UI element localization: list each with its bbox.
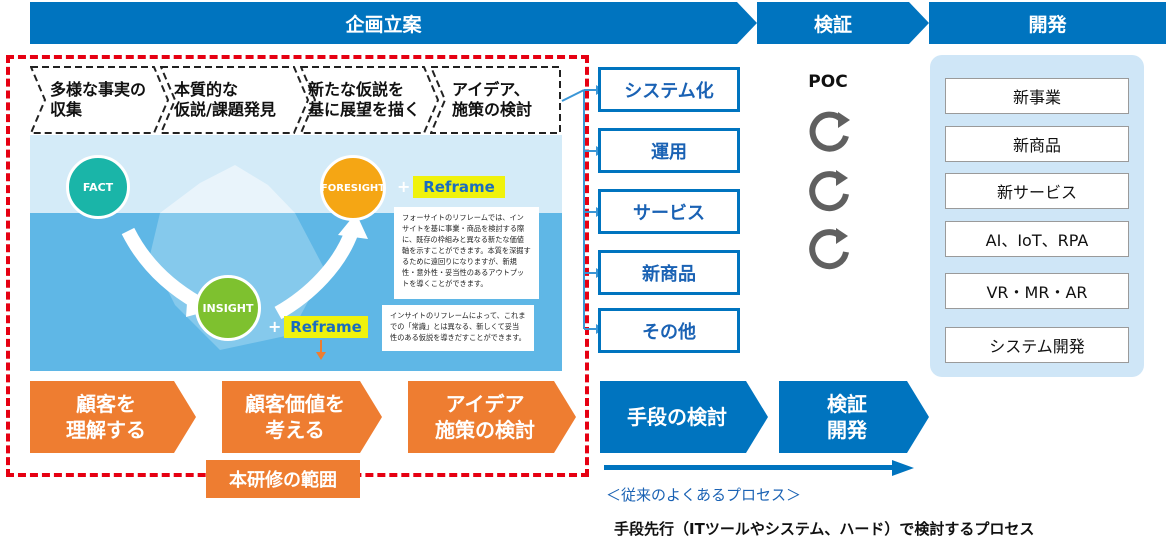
foresight-circle: FORESIGHT bbox=[320, 155, 386, 221]
blue-step-label: 検証 開発 bbox=[827, 392, 867, 442]
mid-item-systemization: システム化 bbox=[598, 67, 740, 112]
conventional-desc: 手段先行（ITツールやシステム、ハード）で検討するプロセス bbox=[614, 520, 1035, 538]
step-find-hypothesis: 本質的な 仮説/課題発見 bbox=[160, 66, 310, 134]
dev-item-new-product: 新商品 bbox=[945, 126, 1129, 162]
orange-step-customer-value: 顧客価値を 考える bbox=[222, 381, 382, 453]
blue-step-label: 手段の検討 bbox=[627, 405, 727, 429]
process-flow-arrow bbox=[604, 460, 914, 476]
orange-step-label: 顧客価値を 考える bbox=[245, 392, 345, 442]
insight-reframe: Reframe bbox=[284, 316, 368, 338]
orange-step-idea-review: アイデア 施策の検討 bbox=[408, 381, 576, 453]
phase-planning: 企画立案 bbox=[345, 13, 422, 36]
orange-step-label: アイデア 施策の検討 bbox=[435, 392, 535, 442]
dev-item-new-business: 新事業 bbox=[945, 78, 1129, 114]
dev-item-system-dev: システム開発 bbox=[945, 327, 1129, 363]
plus-icon: + bbox=[268, 317, 282, 336]
step-label: アイデア、 施策の検討 bbox=[452, 80, 533, 119]
mid-item-operation: 運用 bbox=[598, 128, 740, 173]
dev-item-ai-iot-rpa: AI、IoT、RPA bbox=[945, 221, 1129, 257]
dev-item-vr-mr-ar: VR・MR・AR bbox=[945, 273, 1129, 309]
blue-step-means-review: 手段の検討 bbox=[600, 381, 768, 453]
foresight-note: フォーサイトのリフレームでは、インサイトを基に事業・商品を検討する際に、既存の枠… bbox=[394, 207, 539, 299]
dev-item-new-service: 新サービス bbox=[945, 173, 1129, 209]
mid-item-other: その他 bbox=[598, 308, 740, 353]
poc-label: POC bbox=[808, 72, 848, 92]
mid-item-new-product: 新商品 bbox=[598, 250, 740, 295]
iceberg-diagram: FACT INSIGHT FORESIGHT + Reframe + Refra… bbox=[30, 135, 562, 371]
plus-icon: + bbox=[397, 177, 411, 196]
phase-verification: 検証 bbox=[813, 13, 852, 36]
down-arrow-icon bbox=[316, 340, 326, 360]
step-idea-review: アイデア、 施策の検討 bbox=[430, 66, 562, 134]
step-label: 新たな仮説を 基に展望を描く bbox=[308, 80, 421, 119]
orange-step-understand-customer: 顧客を 理解する bbox=[30, 381, 196, 453]
conventional-label: ＜従来のよくあるプロセス＞ bbox=[606, 486, 802, 504]
orange-step-label: 顧客を 理解する bbox=[66, 392, 146, 442]
cycle-icons bbox=[809, 111, 850, 270]
step-label: 多様な事実の 収集 bbox=[50, 80, 147, 119]
mid-item-service: サービス bbox=[598, 189, 740, 234]
foresight-reframe: Reframe bbox=[413, 176, 505, 198]
step-draw-vision: 新たな仮説を 基に展望を描く bbox=[300, 66, 440, 134]
phase-development: 開発 bbox=[1028, 13, 1067, 36]
cycle-icon bbox=[809, 111, 849, 270]
step-label: 本質的な 仮説/課題発見 bbox=[174, 80, 276, 119]
insight-circle: INSIGHT bbox=[195, 275, 261, 341]
scope-label: 本研修の範囲 bbox=[206, 460, 360, 498]
blue-step-verify-develop: 検証 開発 bbox=[779, 381, 929, 453]
fact-circle: FACT bbox=[66, 155, 130, 219]
insight-note: インサイトのリフレームによって、これまでの「常識」とは異なる、新しくて妥当性のあ… bbox=[382, 305, 534, 351]
phase-banner-arrows bbox=[30, 2, 1166, 44]
step-collect-facts: 多様な事実の 収集 bbox=[30, 66, 170, 134]
